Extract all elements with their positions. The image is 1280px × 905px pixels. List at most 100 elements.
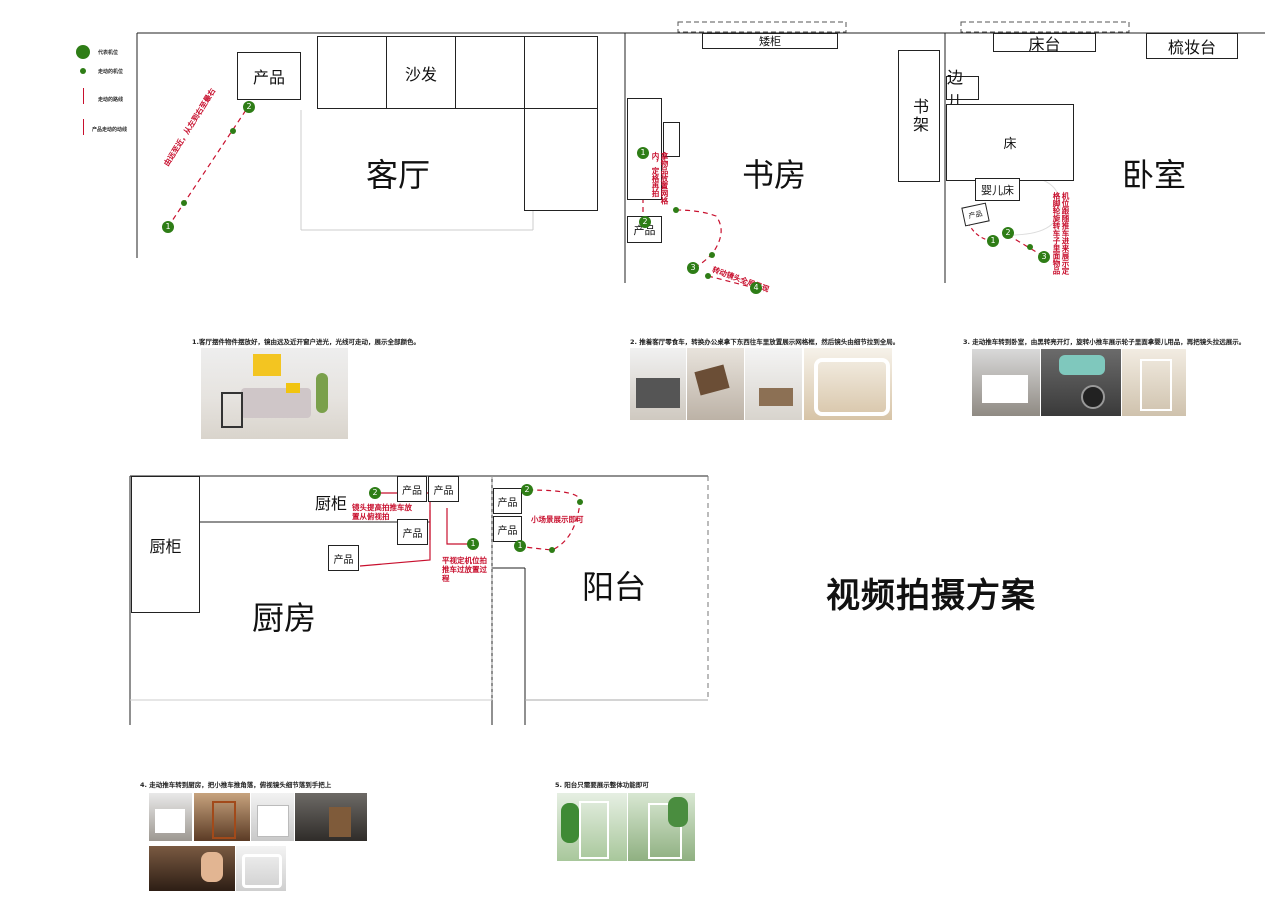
camera-point-1: 1 bbox=[162, 221, 174, 233]
kitchen-product-box: 产品 bbox=[397, 476, 427, 502]
camera-point-2: 2 bbox=[369, 487, 381, 499]
kitchen-photo-6 bbox=[236, 846, 286, 891]
moving-camera-dot bbox=[181, 200, 187, 206]
kitchen-photo-4 bbox=[295, 793, 367, 841]
sofa-label: 沙发 bbox=[386, 36, 456, 109]
camera-point-2: 2 bbox=[521, 484, 533, 496]
bedroom-photo-1 bbox=[972, 349, 1040, 416]
moving-camera-dot bbox=[709, 252, 715, 258]
kitchen-photo-2 bbox=[194, 793, 250, 841]
photo-art bbox=[253, 354, 281, 376]
balcony-product-box: 产品 bbox=[493, 488, 522, 514]
kitchen-cabinet-left-label: 厨柜 bbox=[149, 536, 182, 556]
vanity: 梳妆台 bbox=[1146, 33, 1238, 59]
living-product-box: 产品 bbox=[237, 52, 301, 100]
camera-point-3: 3 bbox=[1038, 251, 1050, 263]
caption-4: 4. 走动推车转到厨房，把小推车推角落，俯视镜头细节落到手把上 bbox=[140, 781, 332, 789]
study-photo-4 bbox=[804, 348, 892, 420]
kitchen-product-box: 产品 bbox=[397, 519, 428, 545]
page-title: 视频拍摄方案 bbox=[826, 576, 1036, 616]
photo-cart-white bbox=[1140, 359, 1172, 411]
caption-2: 2. 推着客厅零食车，转换办公桌拿下东西往车里放置展示网格框，然后镜头由细节拉到… bbox=[630, 338, 900, 346]
moving-camera-dot bbox=[673, 207, 679, 213]
photo-plant bbox=[316, 373, 328, 413]
side-label: 边儿 bbox=[946, 68, 979, 111]
bedroom-note: 机位跟随推车进来展示定格脚轮旋转车子里面物品 bbox=[1052, 192, 1070, 275]
study-room-label: 书房 bbox=[742, 156, 807, 194]
bedroom-label: 卧室 bbox=[1122, 156, 1187, 194]
photo-cart bbox=[329, 807, 351, 837]
photo-plants bbox=[561, 803, 579, 843]
photo-cart-rim bbox=[242, 854, 282, 888]
bed-label: 床 bbox=[1003, 137, 1017, 152]
study-photo-2 bbox=[687, 348, 744, 420]
study-photo-1 bbox=[630, 348, 686, 420]
bedroom-photo-2 bbox=[1041, 349, 1121, 416]
caption-3: 3. 走动推车转到卧室，由黑转亮开灯，旋转小推车展示轮子里面拿婴儿用品，再把镜头… bbox=[963, 338, 1246, 346]
balcony-label: 阳台 bbox=[582, 568, 647, 606]
photo-shelf bbox=[636, 378, 680, 408]
study-note-1: 拿物品放置网格内，定格再拍 bbox=[651, 152, 669, 205]
study-chair bbox=[663, 122, 680, 157]
camera-point-4: 4 bbox=[750, 282, 762, 294]
bed: 床 bbox=[946, 104, 1074, 181]
sofa-segment bbox=[455, 36, 525, 109]
moving-camera-dot bbox=[1027, 244, 1033, 250]
photo-plants bbox=[668, 797, 688, 827]
photo-table bbox=[221, 392, 243, 428]
camera-point-2: 2 bbox=[639, 216, 651, 228]
kitchen-product-box: 产品 bbox=[328, 545, 359, 571]
kitchen-photo-3 bbox=[251, 793, 294, 841]
sofa-segment bbox=[317, 36, 387, 109]
bedroom-photo-3 bbox=[1122, 349, 1186, 416]
balcony-photo-2 bbox=[628, 793, 695, 861]
legend-item-label: 产品走动的动线 bbox=[92, 127, 128, 133]
kitchen-cabinet-left: 厨柜 bbox=[131, 476, 200, 613]
legend-item-label: 走动的机位 bbox=[98, 69, 124, 75]
photo-hand bbox=[201, 852, 223, 882]
sofa-segment bbox=[524, 36, 598, 109]
photo-basket bbox=[759, 388, 793, 406]
camera-point-2: 2 bbox=[243, 101, 255, 113]
crib: 婴儿床 bbox=[975, 178, 1020, 201]
living-room-label: 客厅 bbox=[366, 156, 431, 194]
caption-5: 5. 阳台只需要展示整体功能即可 bbox=[555, 781, 649, 789]
camera-point-2: 2 bbox=[1002, 227, 1014, 239]
balcony-product-box: 产品 bbox=[493, 516, 522, 542]
kitchen-product-box: 产品 bbox=[428, 476, 459, 502]
moving-camera-dot bbox=[577, 499, 583, 505]
bedroom-product-label: 产品 bbox=[967, 209, 984, 220]
low-cabinet: 矮柜 bbox=[702, 33, 838, 49]
balcony-note: 小场景展示即可 bbox=[531, 515, 584, 524]
photo-pillow bbox=[286, 383, 300, 393]
camera-point-1: 1 bbox=[637, 147, 649, 159]
photo-wheel bbox=[1081, 385, 1105, 409]
photo-cart bbox=[982, 375, 1028, 403]
kitchen-cabinet-top-label: 厨柜 bbox=[315, 494, 348, 513]
legend-camera-dot bbox=[76, 45, 90, 59]
legend-moving-dot bbox=[80, 68, 86, 74]
photo-cart bbox=[155, 809, 185, 833]
photo-shelf bbox=[212, 801, 236, 839]
kitchen-label: 厨房 bbox=[252, 599, 317, 637]
legend-product-line-icon bbox=[83, 119, 84, 135]
moving-camera-dot bbox=[549, 547, 555, 553]
legend-item-label: 走动的路线 bbox=[98, 97, 124, 103]
camera-point-1: 1 bbox=[987, 235, 999, 247]
caption-1: 1.客厅摆件物件摆放好，镜由远及近开窗户进光，光线可走动，展示全部颜色。 bbox=[192, 338, 420, 346]
kitchen-photo-5 bbox=[149, 846, 235, 891]
camera-point-1: 1 bbox=[467, 538, 479, 550]
dresser-platform: 床台 bbox=[993, 33, 1096, 54]
moving-camera-dot bbox=[705, 273, 711, 279]
moving-camera-dot bbox=[230, 128, 236, 134]
kitchen-note-2: 平视定机位拍推车过放置过程 bbox=[442, 556, 487, 583]
photo-cart-rim bbox=[814, 358, 890, 416]
legend-route-line-icon bbox=[83, 88, 84, 104]
photo-drawer bbox=[694, 364, 730, 396]
sofa-chaise bbox=[524, 108, 598, 211]
balcony-photo-1 bbox=[557, 793, 627, 861]
camera-point-1: 1 bbox=[514, 540, 526, 552]
photo-wheel-arm bbox=[1059, 355, 1105, 375]
camera-point-3: 3 bbox=[687, 262, 699, 274]
